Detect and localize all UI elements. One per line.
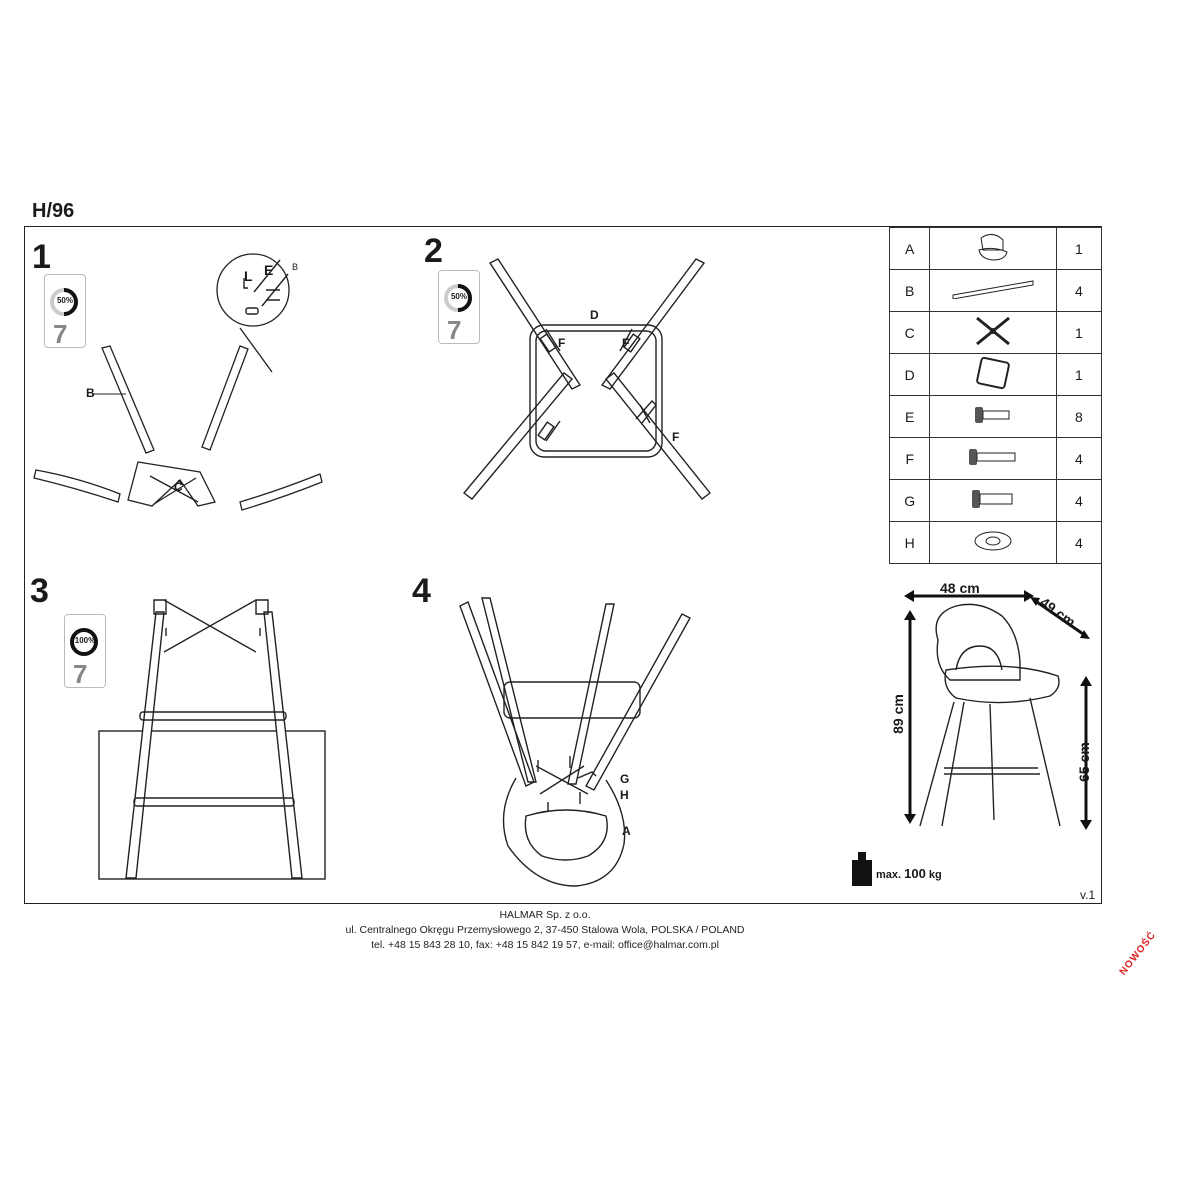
dimension-seat-height: 65 cm [1075,742,1092,782]
label-f-1: F [558,336,566,350]
max-load-value: 100 [904,866,926,881]
step-1-illustration [33,253,323,511]
max-load-prefix: max. [876,869,902,881]
progress-ring-icon [444,284,472,312]
short-bolt-icon [929,395,1057,438]
time-indicator: 7 [53,319,68,349]
time-indicator: 7 [447,315,462,345]
step-1-number: 1 [32,238,51,276]
part-letter: D [888,353,931,396]
part-letter: A [888,227,931,270]
footer-company: HALMAR Sp. z o.o. [499,909,591,921]
label-c: C [174,480,183,494]
footer-contact: tel. +48 15 843 28 10, fax: +48 15 842 1… [371,939,719,951]
weight-icon [852,852,872,886]
new-stamp: NOWOŚĆ [1117,929,1159,978]
part-quantity: 4 [1055,269,1103,312]
footer-address: ul. Centralnego Okręgu Przemysłowego 2, … [345,924,745,936]
time-indicator: 7 [73,659,88,689]
label-l: L [244,268,253,284]
part-letter: C [888,311,931,354]
step-4-illustration [459,597,691,887]
part-quantity: 4 [1055,521,1103,564]
label-d: D [590,308,599,322]
dimension-height: 89 cm [889,694,906,734]
label-g: G [620,772,630,786]
label-e: E [264,262,274,278]
dimensions-drawing [904,590,1092,830]
leg-icon [929,269,1057,312]
progress-label: 100% [74,636,96,645]
part-letter: F [888,437,931,480]
bolt-icon [929,479,1057,522]
label-b: B [86,386,95,400]
step-2-number: 2 [424,232,443,270]
part-letter: G [888,479,931,522]
step-3-number: 3 [30,572,49,610]
step-4-number: 4 [412,572,431,610]
label-h: H [620,788,629,802]
label-f-3: F [672,430,680,444]
step-1-badge: 50% 7 [44,274,86,349]
version-label: v.1 [1080,888,1096,902]
part-quantity: 4 [1055,479,1103,522]
step-2-badge: 50% 7 [438,270,480,345]
label-b-detail: B [292,262,299,272]
progress-ring-icon [50,288,78,316]
step-2-illustration [462,258,711,500]
label-a: A [622,824,631,838]
footrest-frame-icon [929,353,1057,396]
cross-bracket-icon [929,311,1057,354]
part-quantity: 1 [1055,353,1103,396]
part-letter: H [888,521,931,564]
model-title: H/96 [32,200,75,222]
max-load: max. 100 kg [876,866,942,881]
washer-icon [929,521,1057,564]
part-letter: E [888,395,931,438]
progress-label: 50% [450,292,467,301]
dimension-width: 48 cm [940,580,980,596]
part-quantity: 1 [1055,227,1103,270]
part-letter: B [888,269,931,312]
step-3-badge: 100% 7 [64,614,106,689]
seat-icon [929,227,1057,270]
part-quantity: 8 [1055,395,1103,438]
progress-ring-icon [70,628,98,656]
progress-label: 50% [56,296,73,305]
max-load-unit: kg [928,869,942,881]
long-bolt-icon [929,437,1057,480]
step-3-illustration [98,599,326,880]
part-quantity: 4 [1055,437,1103,480]
label-f-2: F [622,336,630,350]
instruction-frame [24,226,1102,904]
part-quantity: 1 [1055,311,1103,354]
